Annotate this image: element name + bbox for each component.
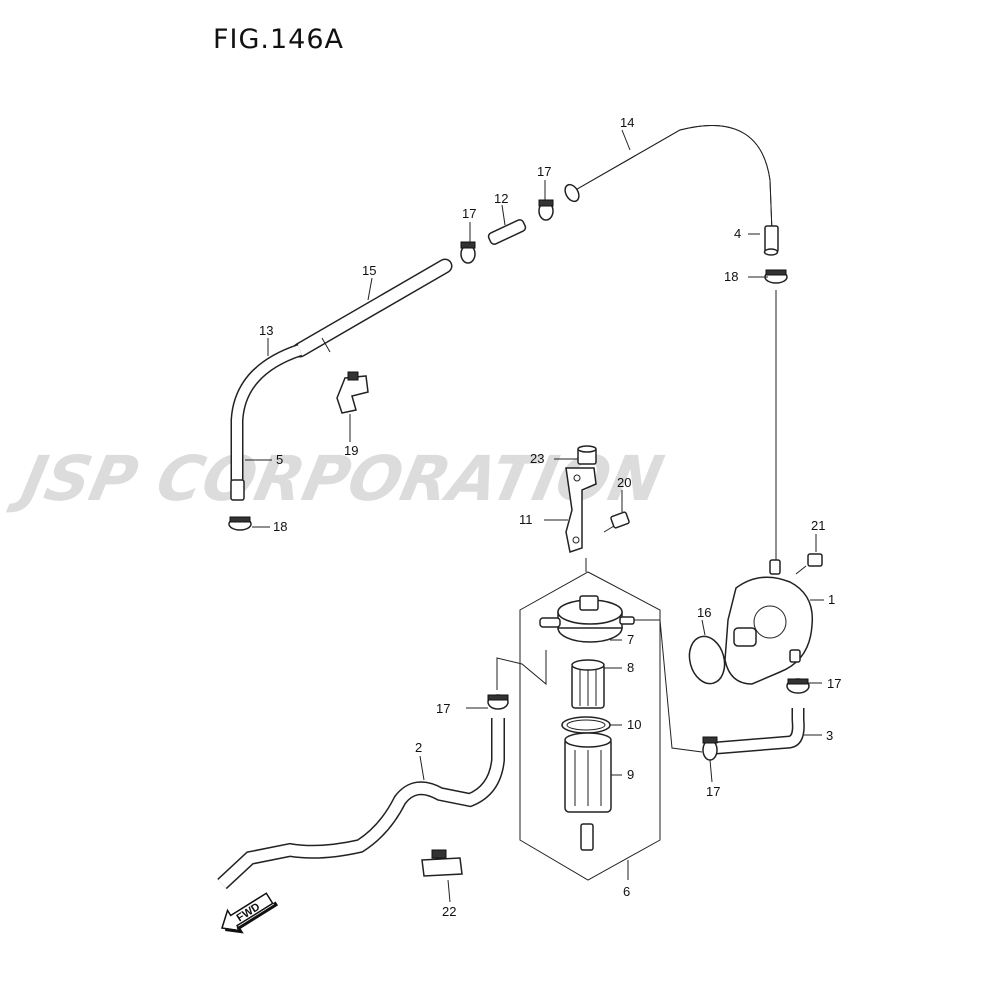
fwd-badge: FWD	[221, 892, 279, 934]
callout-17-d: 17	[706, 784, 720, 799]
watermark-text: JSP CORPORATION	[5, 443, 670, 515]
callout-17-e: 17	[436, 701, 450, 716]
clamp-22[interactable]	[421, 849, 463, 877]
filter-element-8[interactable]	[571, 659, 605, 709]
callout-13: 13	[259, 323, 273, 338]
callout-19: 19	[344, 443, 358, 458]
o-ring-10[interactable]	[561, 716, 611, 734]
callouts: 1 2 3 4 5 6 7 8 9 10 11 12 13 14 15 16 1…	[259, 115, 841, 919]
clip-18-right[interactable]	[764, 269, 788, 284]
clip-18-left[interactable]	[228, 516, 252, 531]
callout-11: 11	[519, 512, 533, 527]
callout-12: 12	[494, 191, 508, 206]
clip-17-pump[interactable]	[786, 678, 810, 694]
callout-16: 16	[697, 605, 711, 620]
leader-lines	[245, 129, 824, 903]
callout-5: 5	[276, 452, 283, 467]
callout-8: 8	[627, 660, 634, 675]
callout-18-a: 18	[724, 269, 738, 284]
joint-12[interactable]	[487, 219, 527, 246]
clamp-19[interactable]	[336, 371, 369, 414]
callout-1: 1	[828, 592, 835, 607]
bolt-21[interactable]	[795, 553, 823, 575]
filter-head-7[interactable]	[539, 595, 635, 643]
clip-17-hose3[interactable]	[702, 736, 718, 761]
callout-3: 3	[826, 728, 833, 743]
callout-6: 6	[623, 884, 630, 899]
clip-17-upper-left[interactable]	[460, 241, 476, 264]
bracket-11[interactable]	[565, 467, 597, 553]
filter-cup-9[interactable]	[564, 732, 612, 851]
callout-14: 14	[620, 115, 634, 130]
callout-23: 23	[530, 451, 544, 466]
callout-20: 20	[617, 475, 631, 490]
callout-4: 4	[734, 226, 741, 241]
o-ring-16[interactable]	[684, 632, 729, 687]
filter-assembly-outline	[519, 571, 661, 881]
callout-10: 10	[627, 717, 641, 732]
callout-17-a: 17	[462, 206, 476, 221]
hose-4[interactable]	[764, 225, 779, 253]
fuel-pump-1[interactable]	[724, 559, 814, 685]
watermark: JSP CORPORATION	[5, 443, 670, 515]
callout-9: 9	[627, 767, 634, 782]
bolt-20[interactable]	[603, 511, 630, 533]
callout-22: 22	[442, 904, 456, 919]
nut-23[interactable]	[577, 445, 597, 465]
clip-17-upper-right[interactable]	[538, 199, 554, 221]
callout-18-b: 18	[273, 519, 287, 534]
callout-7: 7	[627, 632, 634, 647]
callout-15: 15	[362, 263, 376, 278]
callout-2: 2	[415, 740, 422, 755]
hose-5[interactable]	[230, 479, 245, 501]
figure-title: FIG.146A	[213, 24, 345, 55]
clip-17-lower[interactable]	[487, 694, 509, 710]
hose-14[interactable]	[571, 125, 773, 233]
callout-21: 21	[811, 518, 825, 533]
callout-17-b: 17	[537, 164, 551, 179]
callout-17-c: 17	[827, 676, 841, 691]
